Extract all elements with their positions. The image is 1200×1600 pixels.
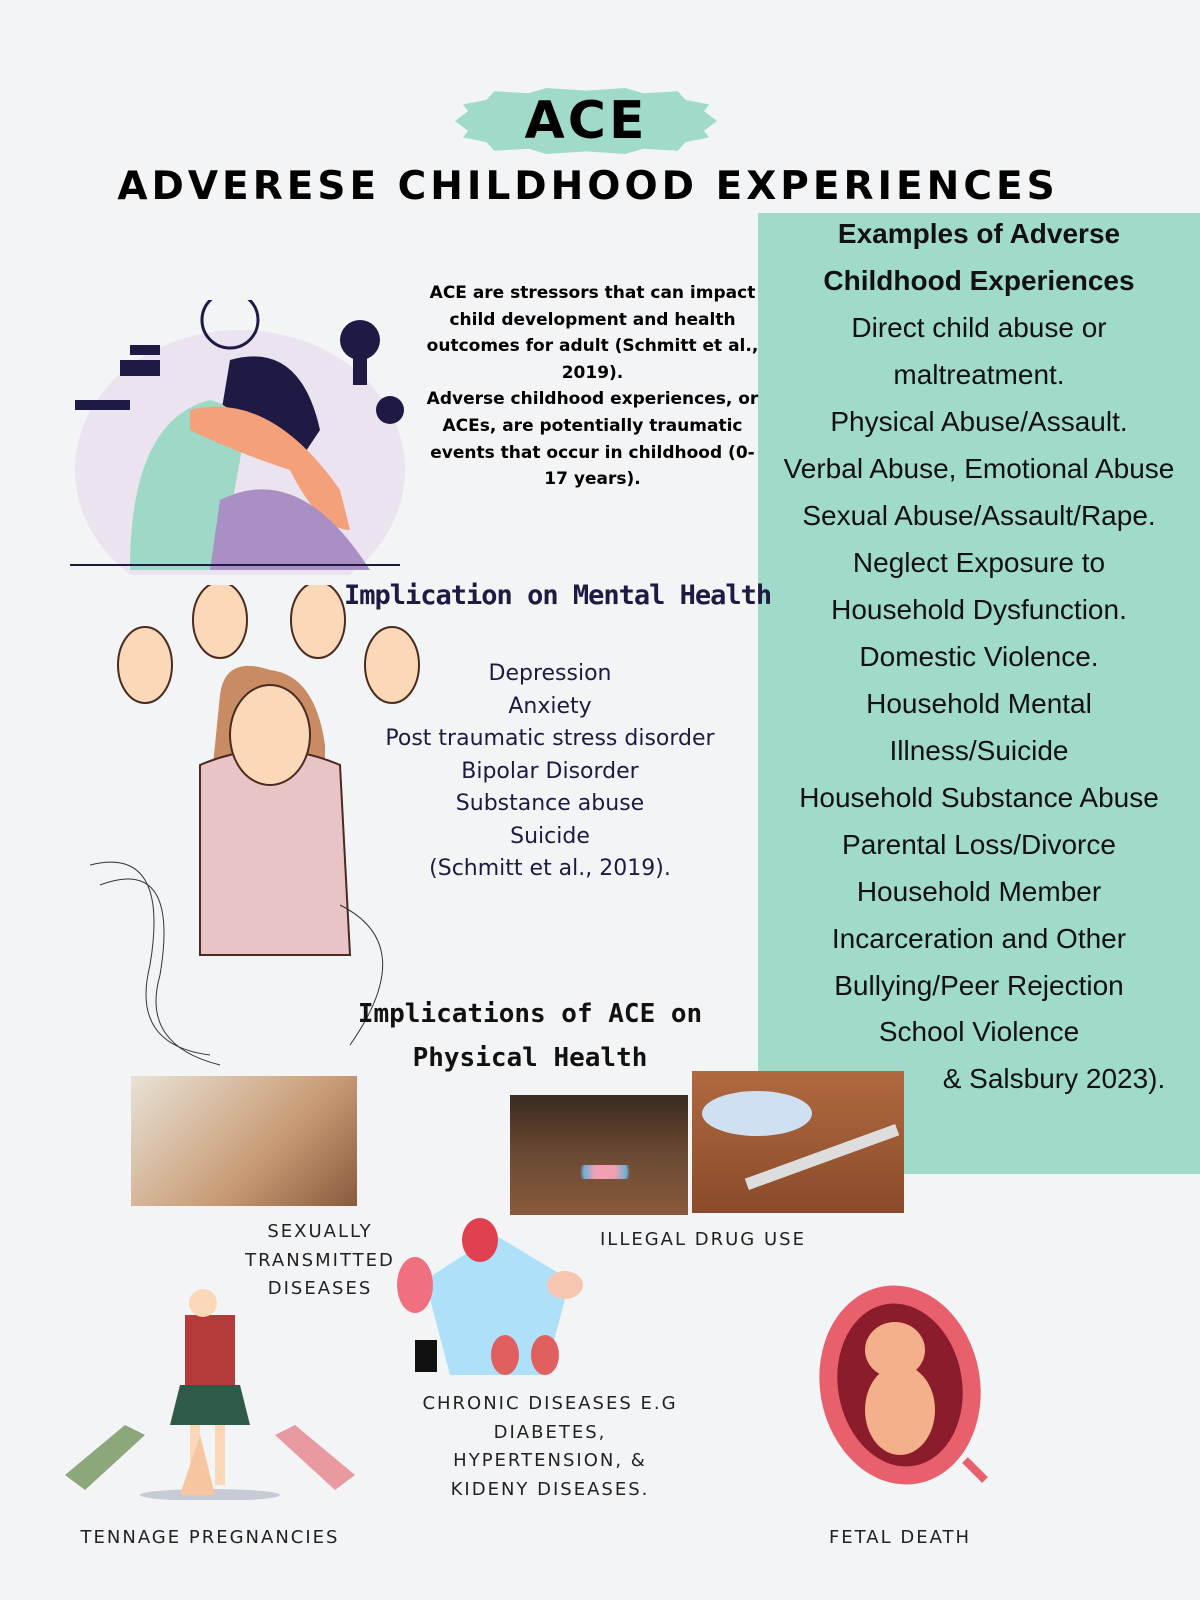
page-subtitle: ADVERESE CHILDHOOD EXPERIENCES (117, 164, 1059, 209)
intro-text: ACE are stressors that can impact child … (425, 280, 760, 493)
syringe-photo (692, 1071, 904, 1213)
title-badge (455, 88, 717, 154)
examples-heading-row: Examples of Adverse Childhood Experience… (758, 210, 1200, 304)
example-row: Household Mental Illness/Suicide (758, 680, 1200, 774)
example-row: Household Substance Abuse (758, 774, 1200, 821)
example-item: Physical Abuse/Assault. (830, 406, 1128, 437)
std-caption: SEXUALLY TRANSMITTED DISEASES (245, 1221, 395, 1299)
examples-heading: Examples of Adverse Childhood Experience… (823, 218, 1135, 296)
physical-health-title: Implications of ACE on Physical Health (357, 999, 703, 1073)
mental-health-title: Implication on Mental Health (344, 580, 772, 611)
example-row: Neglect Exposure to Household Dysfunctio… (758, 539, 1200, 633)
example-item: & Salsbury 2023). (942, 1063, 1166, 1094)
mental-health-list: Depression Anxiety Post traumatic stress… (370, 658, 730, 886)
examples-panel (758, 213, 1200, 1174)
example-row: Sexual Abuse/Assault/Rape. (758, 492, 1200, 539)
fetus-illustration (819, 1285, 988, 1485)
couple-photo (131, 1076, 357, 1206)
example-row: School Violence (758, 1008, 1200, 1055)
list-item: Depression (488, 661, 612, 686)
drug-use-caption: ILLEGAL DRUG USE (600, 1229, 806, 1250)
list-item: (Schmitt et al., 2019). (429, 856, 671, 881)
teen-pregnancy-illustration (65, 1289, 355, 1500)
chronic-diseases-caption: CHRONIC DISEASES E.G DIABETES, HYPERTENS… (422, 1393, 678, 1500)
example-item: Verbal Abuse, Emotional Abuse (783, 453, 1175, 484)
list-item: Suicide (510, 823, 590, 849)
anxious-person-illustration (90, 585, 420, 1066)
example-item: Domestic Violence. (859, 641, 1099, 672)
example-item: Parental Loss/Divorce (842, 829, 1116, 860)
example-row: Domestic Violence. (758, 633, 1200, 680)
organs-illustration (397, 1218, 583, 1375)
example-item: School Violence (878, 1016, 1080, 1047)
example-row: Parental Loss/Divorce (758, 821, 1200, 868)
example-row: Verbal Abuse, Emotional Abuse (758, 445, 1200, 492)
list-item: Bipolar Disorder (461, 758, 639, 784)
example-row: Bullying/Peer Rejection (758, 962, 1200, 1009)
list-item: Anxiety (508, 693, 592, 719)
fetal-death-caption: FETAL DEATH (828, 1527, 972, 1548)
intro-paragraph: ACE are stressors that can impact child … (426, 283, 759, 383)
example-row: & Salsbury 2023). (758, 1055, 1200, 1102)
list-item: Substance abuse (455, 791, 645, 816)
list-item: Post traumatic stress disorder (385, 726, 715, 751)
page-title: ACE (524, 91, 648, 151)
example-item: Neglect Exposure to Household Dysfunctio… (831, 547, 1127, 625)
example-row: Direct child abuse or maltreatment. (758, 304, 1200, 398)
example-item: Sexual Abuse/Assault/Rape. (802, 500, 1156, 531)
example-item: Household Member Incarceration and Other (831, 876, 1127, 954)
distressed-child-illustration (70, 300, 405, 575)
teen-pregnancy-caption: TENNAGE PREGNANCIES (80, 1527, 340, 1548)
example-item: Direct child abuse or maltreatment. (851, 312, 1107, 390)
example-item: Household Substance Abuse (799, 782, 1159, 813)
example-row: Physical Abuse/Assault. (758, 398, 1200, 445)
intro-paragraph: Adverse childhood experiences, or ACEs, … (426, 389, 759, 490)
example-item: Household Mental Illness/Suicide (866, 688, 1092, 766)
example-item: Bullying/Peer Rejection (834, 970, 1124, 1001)
example-row: Household Member Incarceration and Other (758, 868, 1200, 962)
pills-cigarettes-photo (510, 1095, 688, 1215)
